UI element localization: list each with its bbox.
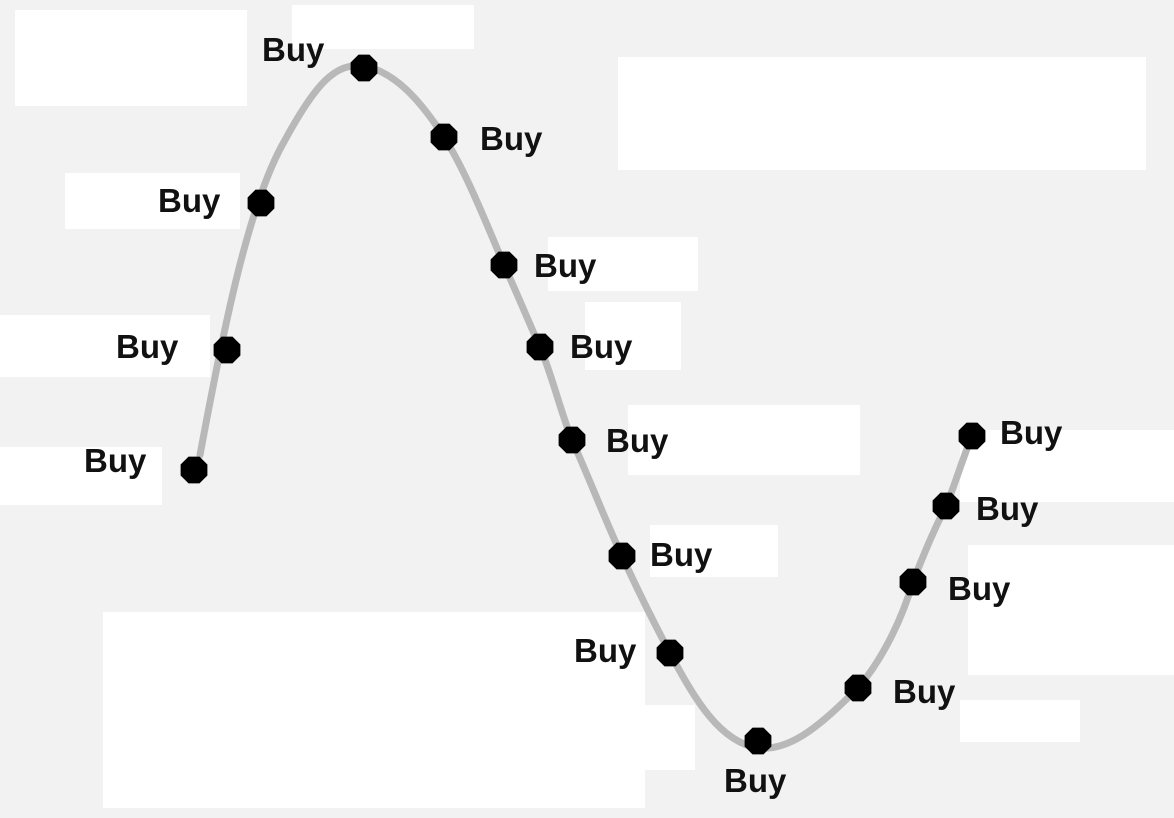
buy-labels: BuyBuyBuyBuyBuyBuyBuyBuyBuyBuyBuyBuyBuyB… (84, 31, 1063, 799)
buy-point-marker (180, 456, 208, 484)
background-patch (65, 173, 240, 229)
buy-point-marker (899, 568, 927, 596)
buy-point-marker (656, 639, 684, 667)
price-curve (196, 62, 976, 752)
buy-point-label: Buy (262, 31, 325, 68)
buy-point-label: Buy (534, 247, 597, 284)
buy-point-marker (213, 336, 241, 364)
buy-point-marker (350, 54, 378, 82)
background-patch (618, 57, 1146, 170)
background-patch (628, 405, 860, 475)
background-patch (960, 700, 1080, 742)
background-patch (292, 5, 474, 49)
background-patch (960, 430, 1174, 502)
buy-point-marker (958, 422, 986, 450)
buy-point-marker (844, 674, 872, 702)
background-patch (415, 705, 695, 770)
buy-point-marker (744, 727, 772, 755)
buy-point-label: Buy (574, 632, 637, 669)
buy-point-label: Buy (84, 442, 147, 479)
background-patch (968, 545, 1174, 675)
buy-point-marker (430, 123, 458, 151)
buy-point-label: Buy (948, 570, 1011, 607)
buy-point-marker (558, 426, 586, 454)
buy-point-marker (247, 189, 275, 217)
buy-point-marker (526, 333, 554, 361)
background-patch (650, 525, 778, 577)
buy-point-label: Buy (116, 328, 179, 365)
buy-point-label: Buy (158, 182, 221, 219)
buy-point-label: Buy (606, 422, 669, 459)
background-patch (0, 447, 162, 505)
buy-point-label: Buy (724, 762, 787, 799)
background-patch (0, 315, 210, 377)
background-patch (15, 10, 247, 106)
background-patch (585, 302, 681, 370)
background-patches (0, 5, 1174, 808)
buy-point-marker (490, 251, 518, 279)
buy-point-label: Buy (570, 328, 633, 365)
buy-point-label: Buy (976, 490, 1039, 527)
buy-point-marker (932, 492, 960, 520)
buy-point-marker (608, 542, 636, 570)
background-patch (548, 237, 698, 291)
buy-point-label: Buy (480, 120, 543, 157)
buy-point-label: Buy (893, 673, 956, 710)
buy-point-label: Buy (1000, 414, 1063, 451)
buy-point-label: Buy (650, 536, 713, 573)
buy-points (180, 54, 986, 755)
